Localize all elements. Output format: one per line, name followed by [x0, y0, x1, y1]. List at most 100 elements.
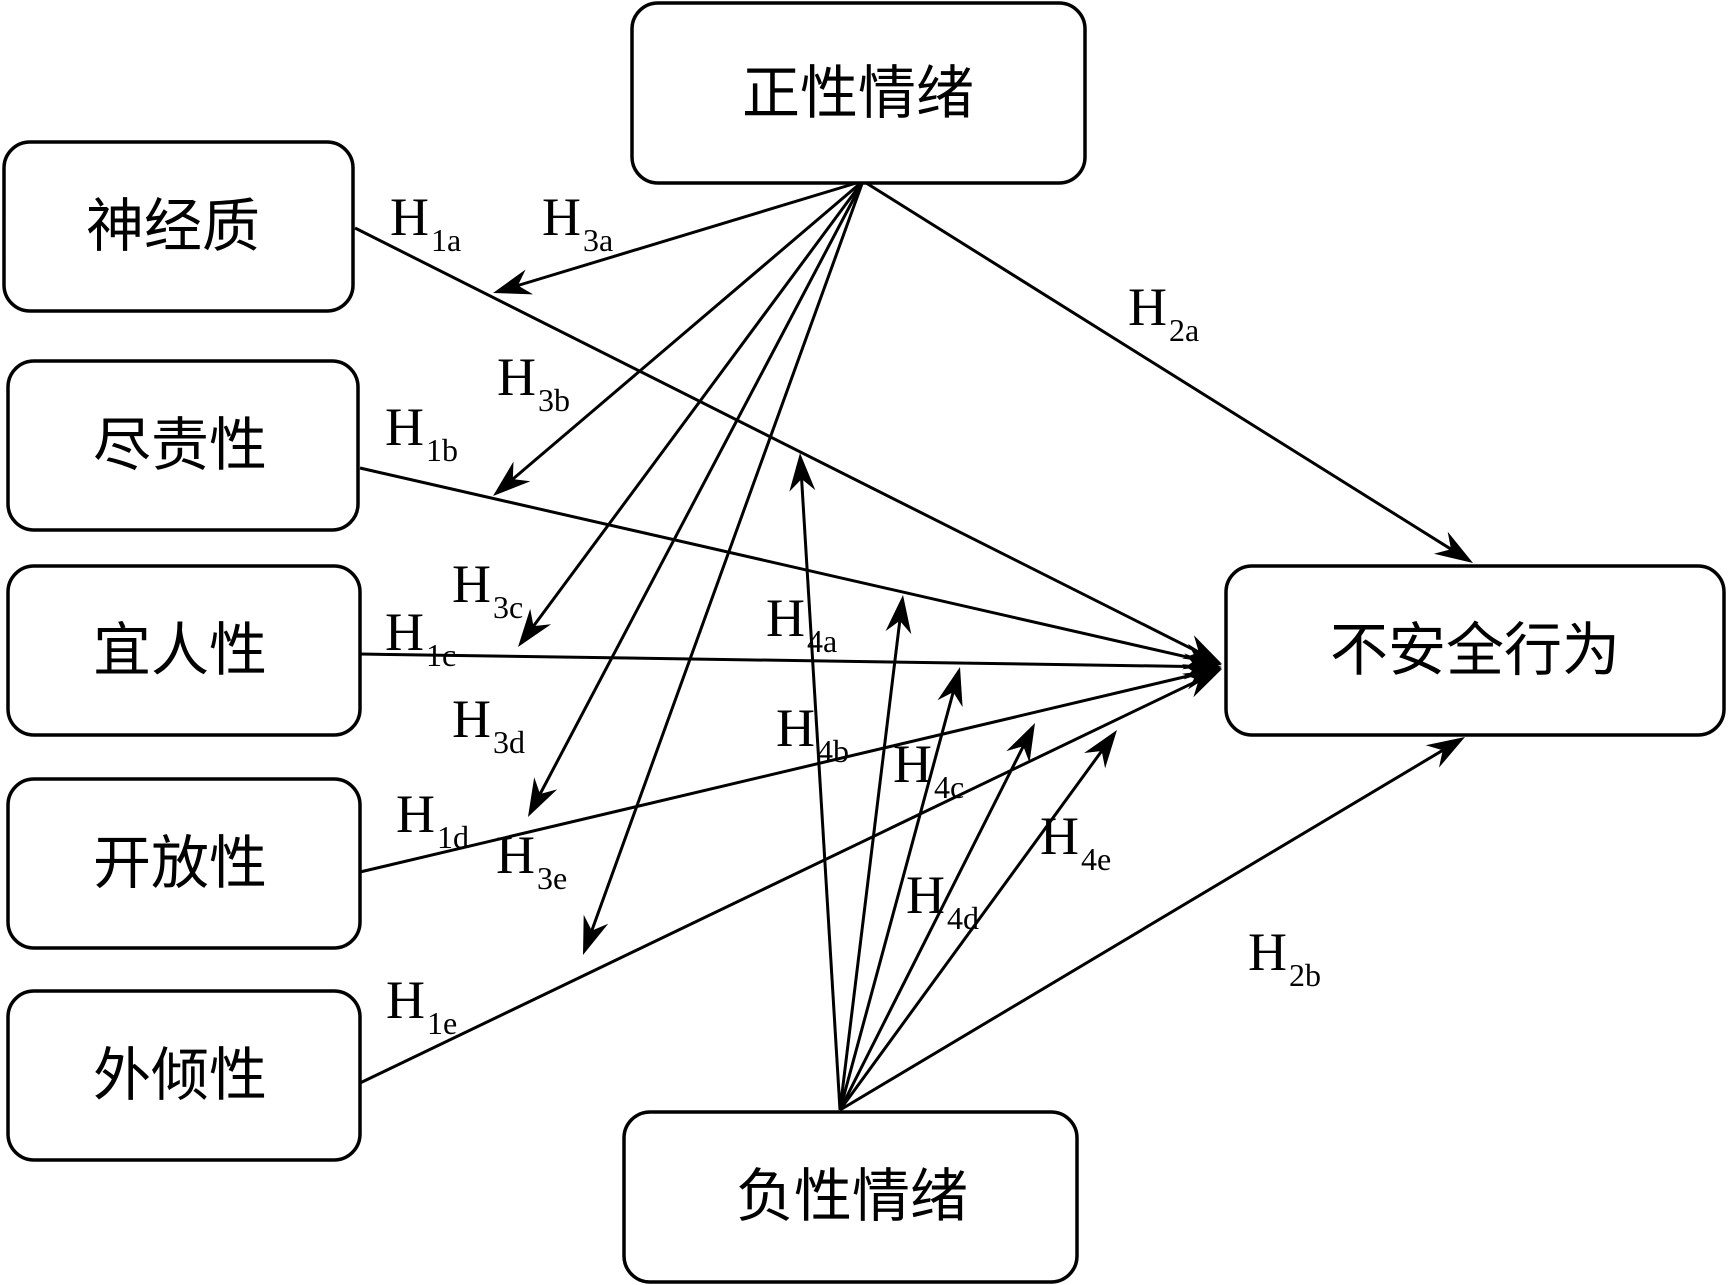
edge-label-sub: 4e: [1081, 841, 1111, 877]
edges-layer: [354, 179, 1473, 1112]
edge-label-h3a: H3a: [542, 187, 613, 258]
edge-line-h3d: [538, 180, 865, 795]
edge-line-h1e: [359, 678, 1200, 1085]
edge-line-h2a: [862, 179, 1452, 551]
edge-line-h3b: [511, 179, 864, 481]
arrowhead-icon: [1006, 723, 1035, 763]
arrowhead-icon: [937, 667, 963, 708]
edge-line-h4d: [838, 745, 1025, 1111]
node-positive-emotion: 正性情绪: [630, 1, 1087, 185]
arrowhead-icon: [789, 453, 816, 492]
edge-label-main: H: [385, 602, 424, 662]
edge-label-sub: 2b: [1289, 957, 1321, 993]
edge-label-h3e: H3e: [496, 825, 567, 896]
edge-label-sub: 3d: [493, 724, 525, 760]
edge-line-h4e: [838, 750, 1103, 1111]
edge-h3c: [518, 180, 865, 647]
edge-label-h1d: H1d: [396, 784, 469, 855]
edge-h2a: [862, 179, 1473, 563]
edge-label-h3d: H3d: [452, 689, 525, 760]
arrowhead-icon: [583, 914, 609, 955]
edge-h3e: [583, 180, 865, 955]
arrowhead-icon: [493, 269, 534, 295]
arrowhead-icon: [1182, 669, 1222, 698]
arrowhead-icon: [1084, 730, 1117, 769]
edge-line-h4b: [838, 620, 902, 1111]
node-agreeableness-label: 宜人性: [93, 616, 267, 684]
edge-label-main: H: [893, 734, 932, 794]
arrowhead-icon: [528, 777, 558, 817]
node-conscientiousness-label: 尽责性: [93, 411, 267, 479]
edge-label-main: H: [386, 970, 425, 1030]
edge-label-main: H: [496, 825, 535, 885]
node-extraversion-label: 外倾性: [93, 1041, 267, 1109]
edge-label-h4c: H4c: [893, 734, 964, 805]
edge-label-h2a: H2a: [1128, 277, 1199, 348]
edge-line-h1c: [359, 652, 1197, 669]
edge-h3a: [493, 179, 864, 295]
edge-label-h4e: H4e: [1040, 806, 1111, 877]
edge-label-h1e: H1e: [386, 970, 457, 1041]
edge-line-h1a: [354, 226, 1200, 654]
edge-label-sub: 4a: [807, 623, 837, 659]
node-positive-emotion-label: 正性情绪: [742, 59, 974, 127]
edge-label-sub: 1e: [427, 1005, 457, 1041]
arrowhead-icon: [1182, 643, 1222, 670]
edge-label-main: H: [776, 698, 815, 758]
edge-label-sub: 1b: [426, 432, 458, 468]
node-neuroticism: 神经质: [2, 140, 355, 313]
edge-h4d: [838, 723, 1035, 1111]
edge-h3d: [528, 180, 865, 817]
edge-label-main: H: [766, 588, 805, 648]
node-negative-emotion: 负性情绪: [622, 1110, 1079, 1284]
edge-label-main: H: [497, 347, 536, 407]
node-agreeableness: 宜人性: [6, 564, 362, 737]
edge-h4a: [789, 453, 842, 1111]
edge-label-main: H: [906, 865, 945, 925]
edge-label-main: H: [542, 187, 581, 247]
edge-label-sub: 3c: [493, 589, 523, 625]
edge-label-main: H: [1128, 277, 1167, 337]
node-conscientiousness: 尽责性: [6, 359, 360, 532]
edge-h4b: [838, 595, 912, 1111]
arrowhead-icon: [885, 595, 912, 635]
node-unsafe-behavior-label: 不安全行为: [1330, 616, 1620, 684]
node-openness: 开放性: [6, 777, 362, 950]
edge-label-h3c: H3c: [452, 554, 523, 625]
edge-line-h4c: [838, 691, 955, 1111]
edge-h1e: [359, 669, 1222, 1085]
edge-label-main: H: [396, 784, 435, 844]
edge-line-h3a: [517, 179, 864, 287]
edge-label-sub: 1d: [437, 819, 469, 855]
edge-h4c: [838, 667, 963, 1111]
edge-line-h3e: [590, 180, 865, 932]
edge-label-h4a: H4a: [766, 588, 837, 659]
edge-label-main: H: [1040, 806, 1079, 866]
edge-h1b: [359, 466, 1222, 670]
arrowhead-icon: [518, 608, 552, 647]
edge-label-main: H: [452, 554, 491, 614]
edge-label-sub: 4c: [934, 769, 964, 805]
edge-label-h4b: H4b: [776, 698, 849, 769]
labels-layer: H1aH1bH1cH1dH1eH2aH2bH3aH3bH3cH3dH3eH4aH…: [385, 187, 1321, 1041]
edge-label-sub: 4d: [947, 900, 979, 936]
edge-line-h2b: [839, 749, 1444, 1112]
edge-label-sub: 3b: [538, 382, 570, 418]
edge-label-sub: 1a: [431, 222, 461, 258]
edge-label-h1b: H1b: [385, 397, 458, 468]
edge-label-h1a: H1a: [390, 187, 461, 258]
edge-h3b: [493, 179, 864, 496]
node-openness-label: 开放性: [93, 829, 267, 897]
edge-label-sub: 2a: [1169, 312, 1199, 348]
edge-h1c: [359, 652, 1222, 680]
edge-line-h1d: [359, 672, 1198, 874]
node-extraversion: 外倾性: [6, 989, 362, 1162]
arrowhead-icon: [1425, 737, 1465, 768]
edge-label-main: H: [452, 689, 491, 749]
edge-h2b: [839, 737, 1465, 1112]
edge-label-sub: 1c: [426, 637, 456, 673]
edge-label-main: H: [390, 187, 429, 247]
edge-label-sub: 4b: [817, 733, 849, 769]
